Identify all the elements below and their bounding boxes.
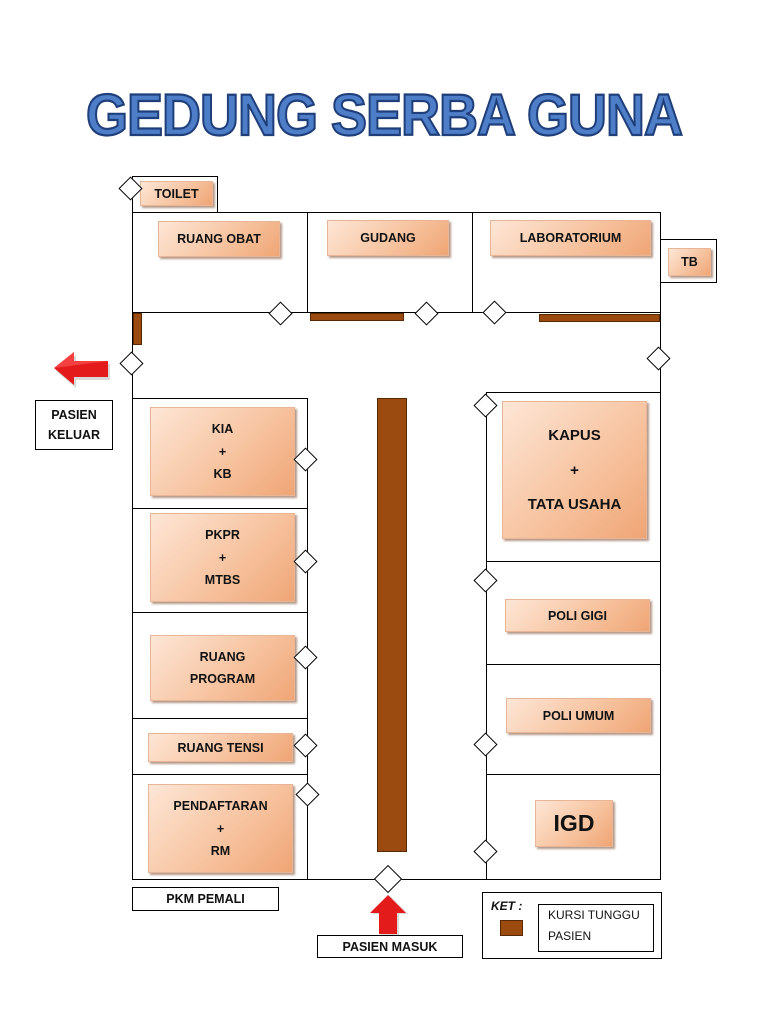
wall-gudang-lab <box>472 212 473 312</box>
wall-program-tensi <box>132 718 308 719</box>
gudang-label: GUDANG <box>327 220 449 256</box>
pkpr-line3: MTBS <box>204 572 241 587</box>
toilet-label: TOILET <box>140 181 213 206</box>
pasien-masuk-box: PASIEN MASUK <box>317 935 463 958</box>
program-line1: RUANG <box>199 650 246 664</box>
pendaftaran-line3: RM <box>210 843 231 858</box>
pasien-keluar-box: PASIEN KELUAR <box>35 400 113 450</box>
wall-obat-gudang <box>307 212 308 312</box>
building-name-box: PKM PEMALI <box>132 887 279 911</box>
kapus-line2: + <box>570 461 579 479</box>
pasien-keluar-line1: PASIEN <box>51 408 97 422</box>
wall-tensi-pendaftaran <box>132 774 308 775</box>
bench-gudang <box>310 313 404 321</box>
kia-kb-label: KIA + KB <box>150 407 295 496</box>
bench-center <box>377 398 407 852</box>
kia-line2: + <box>218 444 227 459</box>
pkpr-line1: PKPR <box>205 528 240 543</box>
program-line2: PROGRAM <box>189 672 256 686</box>
poli-gigi-label: POLI GIGI <box>505 599 650 632</box>
pasien-keluar-line2: KELUAR <box>47 428 101 442</box>
bench-left-wall <box>133 313 142 345</box>
page-title: GEDUNG SERBA GUNA <box>85 82 684 149</box>
laboratorium-label: LABORATORIUM <box>490 220 651 256</box>
ruang-tensi-label: RUANG TENSI <box>148 733 293 762</box>
legend-bench-label-line1: KURSI TUNGGU <box>548 908 640 922</box>
legend-text-box <box>538 904 654 952</box>
kia-line3: KB <box>213 466 232 481</box>
entrance-arrow-icon <box>370 895 408 935</box>
kapus-line3: TATA USAHA <box>527 495 622 513</box>
tb-label: TB <box>668 248 711 276</box>
pkpr-mtbs-label: PKPR + MTBS <box>150 513 295 602</box>
ruang-obat-label: RUANG OBAT <box>158 221 280 257</box>
wall-umum-igd <box>486 774 661 775</box>
exit-arrow-icon <box>54 352 110 388</box>
top-rooms-bottom-wall <box>132 312 661 313</box>
wall-pkpr-program <box>132 612 308 613</box>
kapus-tu-label: KAPUS + TATA USAHA <box>502 401 647 539</box>
legend-bench-label-line2: PASIEN <box>548 929 592 943</box>
kia-line1: KIA <box>211 422 234 437</box>
wall-gigi-umum <box>486 664 661 665</box>
legend-bench-swatch <box>500 920 523 936</box>
kapus-line1: KAPUS <box>548 427 601 445</box>
pendaftaran-line2: + <box>216 821 225 836</box>
legend-heading: KET : <box>491 899 523 913</box>
wall-kia-pkpr <box>132 508 308 509</box>
igd-label: IGD <box>535 800 613 847</box>
ruang-program-label: RUANG PROGRAM <box>150 635 295 701</box>
pendaftaran-rm-label: PENDAFTARAN + RM <box>148 784 293 873</box>
poli-umum-label: POLI UMUM <box>506 698 651 733</box>
wall-kapus-gigi <box>486 561 661 562</box>
bench-lab <box>539 314 660 322</box>
pendaftaran-line1: PENDAFTARAN <box>173 799 268 814</box>
pkpr-line2: + <box>218 550 227 565</box>
